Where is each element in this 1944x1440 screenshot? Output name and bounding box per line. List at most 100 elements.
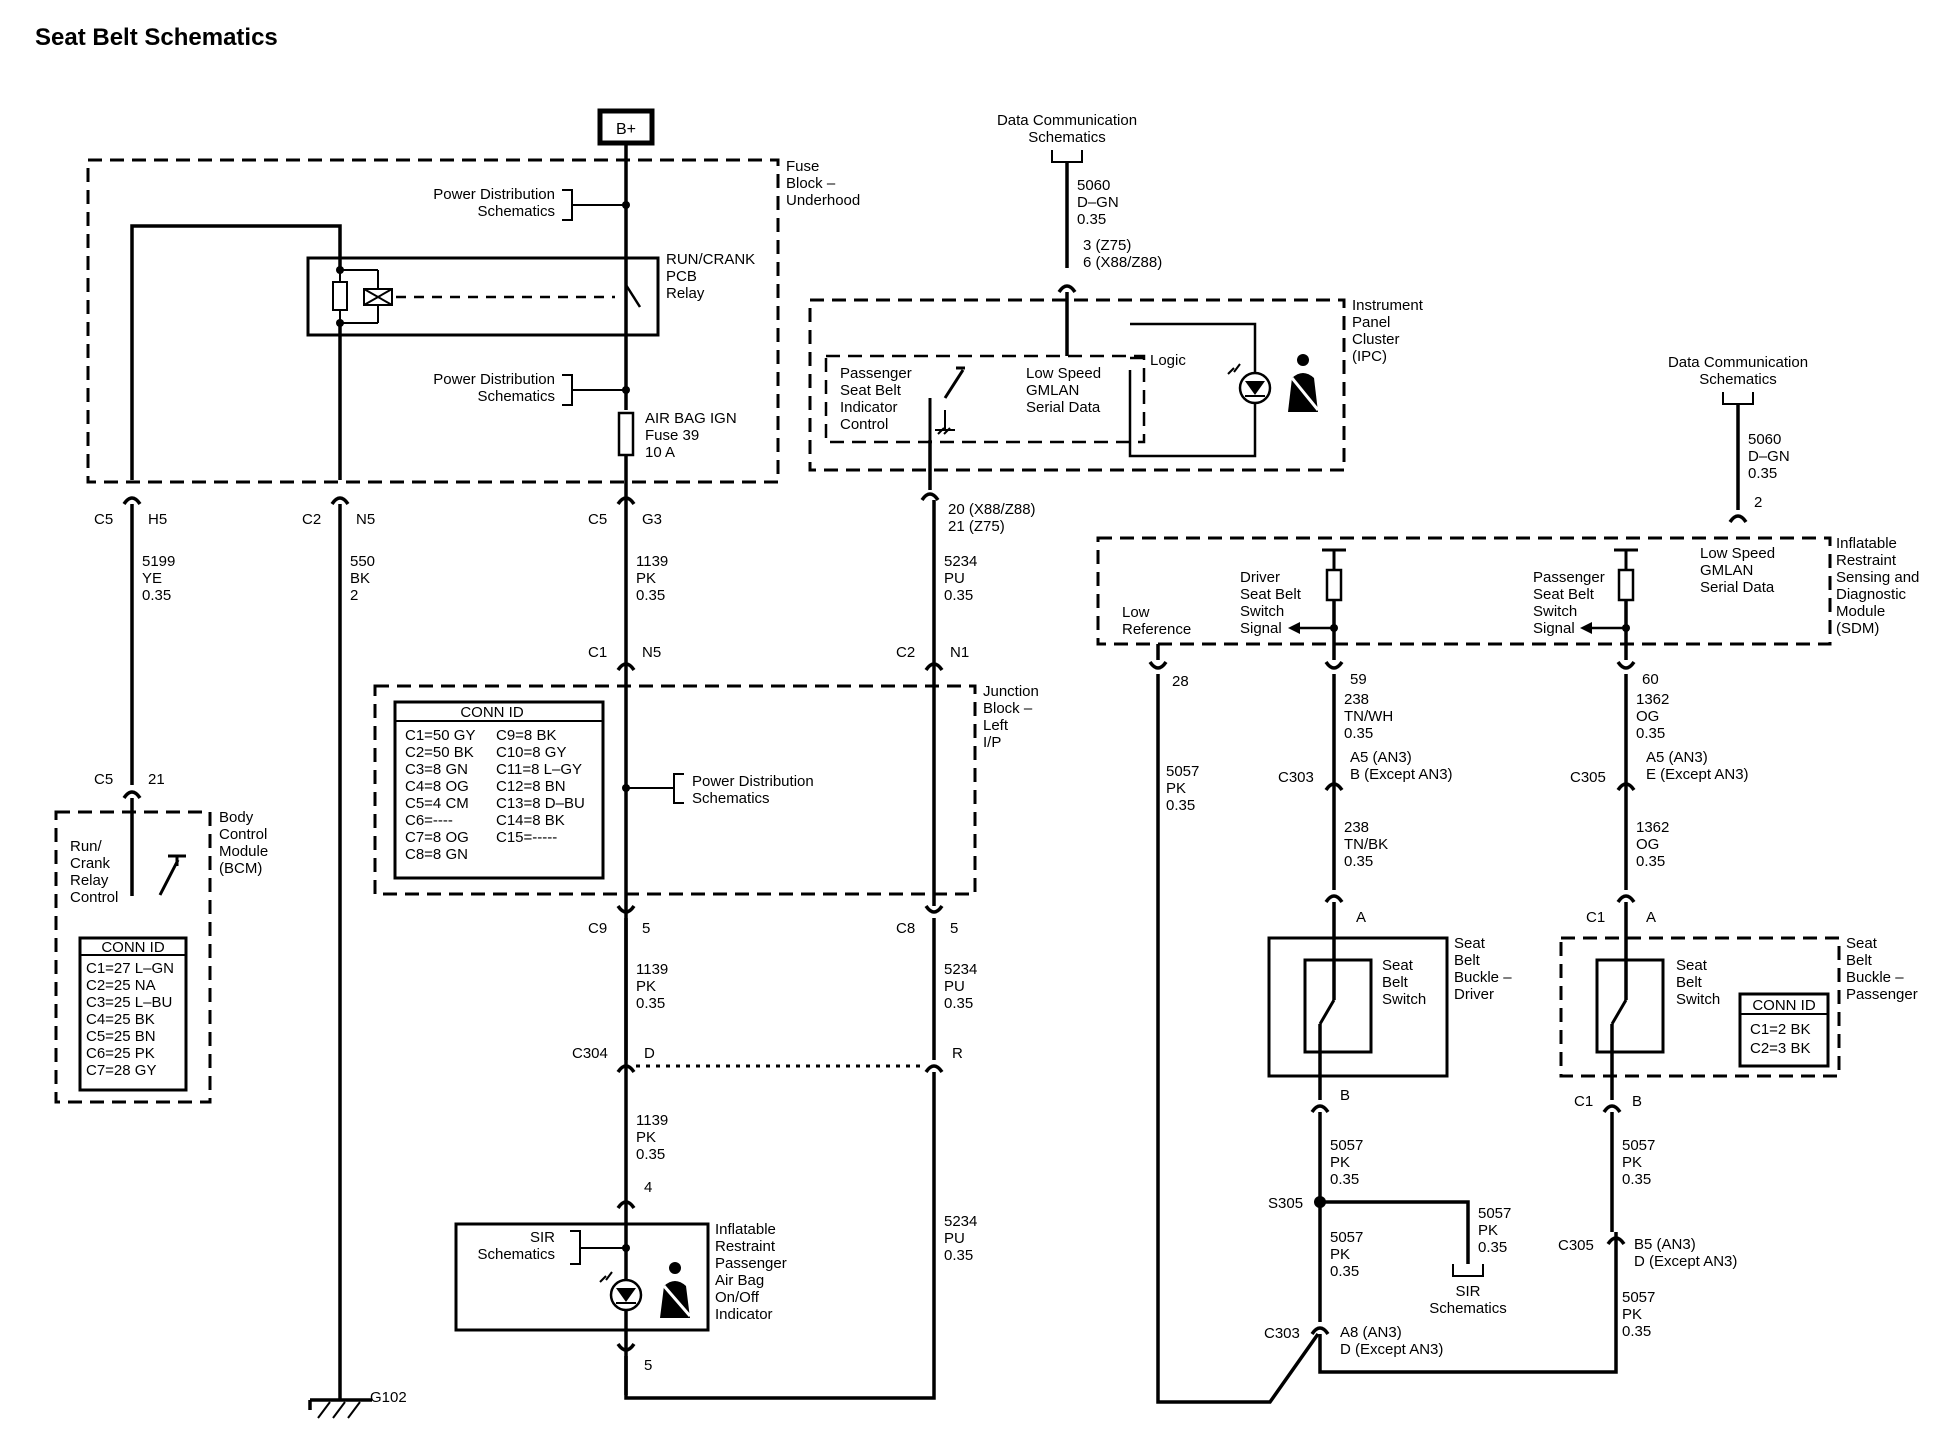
svg-text:0.35: 0.35 bbox=[1166, 797, 1195, 814]
svg-text:C305: C305 bbox=[1558, 1237, 1594, 1254]
wire-5057-c: 5057 PK 0.35 bbox=[1478, 1205, 1511, 1256]
wire-5057-e: 5057 PK 0.35 bbox=[1622, 1137, 1655, 1188]
svg-text:238: 238 bbox=[1344, 691, 1369, 708]
svg-text:(IPC): (IPC) bbox=[1352, 348, 1387, 365]
svg-text:0.35: 0.35 bbox=[636, 995, 665, 1012]
svg-text:Block –: Block – bbox=[786, 175, 836, 192]
svg-text:R: R bbox=[952, 1045, 963, 1062]
svg-text:A5 (AN3): A5 (AN3) bbox=[1646, 749, 1708, 766]
svg-text:CONN ID: CONN ID bbox=[460, 704, 524, 721]
svg-text:(BCM): (BCM) bbox=[219, 860, 262, 877]
sdm-outline bbox=[1096, 536, 1832, 646]
svg-text:AIR BAG IGN: AIR BAG IGN bbox=[645, 410, 737, 427]
svg-text:Power Distribution: Power Distribution bbox=[692, 773, 814, 790]
sdm-label: Inflatable Restraint Sensing and Diagnos… bbox=[1836, 535, 1919, 637]
buckle-driver-box bbox=[1267, 936, 1449, 1078]
svg-text:5057: 5057 bbox=[1622, 1137, 1655, 1154]
wire-5234-c: 5234 PU 0.35 bbox=[944, 1213, 977, 1264]
svg-text:On/Off: On/Off bbox=[715, 1289, 760, 1306]
wire-1362-b: 1362 OG 0.35 bbox=[1636, 819, 1669, 870]
wire-1139-b: 1139 PK 0.35 bbox=[636, 961, 668, 1012]
svg-text:C7=8 OG: C7=8 OG bbox=[405, 829, 469, 846]
svg-text:PU: PU bbox=[944, 978, 965, 995]
wire-5199: 5199 YE 0.35 bbox=[142, 553, 175, 604]
svg-text:C304: C304 bbox=[572, 1045, 608, 1062]
ipc-logic-label: Logic bbox=[1150, 352, 1186, 369]
svg-text:Schematics: Schematics bbox=[477, 203, 555, 220]
svg-text:N5: N5 bbox=[642, 644, 661, 661]
svg-text:Left: Left bbox=[983, 717, 1009, 734]
svg-text:Indicator: Indicator bbox=[715, 1306, 773, 1323]
svg-text:C11=8 L–GY: C11=8 L–GY bbox=[496, 761, 582, 778]
wire-550: 550 BK 2 bbox=[350, 553, 375, 604]
svg-text:D–GN: D–GN bbox=[1748, 448, 1790, 465]
svg-text:C9=8 BK: C9=8 BK bbox=[496, 727, 556, 744]
svg-text:H5: H5 bbox=[148, 511, 167, 528]
svg-text:C13=8 D–BU: C13=8 D–BU bbox=[496, 795, 585, 812]
svg-text:D (Except AN3): D (Except AN3) bbox=[1634, 1253, 1737, 1270]
svg-text:5060: 5060 bbox=[1077, 177, 1110, 194]
svg-text:E (Except AN3): E (Except AN3) bbox=[1646, 766, 1749, 783]
wire-1139-a: 1139 PK 0.35 bbox=[636, 553, 668, 604]
svg-text:Signal: Signal bbox=[1240, 620, 1282, 637]
svg-text:10 A: 10 A bbox=[645, 444, 675, 461]
connector-c304: C304 D R bbox=[572, 1045, 963, 1062]
svg-text:B5 (AN3): B5 (AN3) bbox=[1634, 1236, 1696, 1253]
svg-text:Control: Control bbox=[70, 889, 118, 906]
ipc-gmlan-label: Low Speed GMLAN Serial Data bbox=[1026, 365, 1101, 416]
svg-text:GMLAN: GMLAN bbox=[1026, 382, 1079, 399]
svg-text:(SDM): (SDM) bbox=[1836, 620, 1879, 637]
svg-text:C4=25 BK: C4=25 BK bbox=[86, 1011, 155, 1028]
svg-text:2: 2 bbox=[350, 587, 358, 604]
fuse-block-label: Fuse Block – Underhood bbox=[786, 158, 860, 209]
wire-5234-b: 5234 PU 0.35 bbox=[944, 961, 977, 1012]
page-title: Seat Belt Schematics bbox=[35, 24, 278, 51]
ipc-passenger-label: Passenger Seat Belt Indicator Control bbox=[840, 365, 912, 433]
svg-text:C8: C8 bbox=[896, 920, 915, 937]
svg-text:Relay: Relay bbox=[666, 285, 705, 302]
svg-text:C5: C5 bbox=[94, 511, 113, 528]
svg-text:0.35: 0.35 bbox=[1478, 1239, 1507, 1256]
svg-text:Indicator: Indicator bbox=[840, 399, 898, 416]
svg-text:Junction: Junction bbox=[983, 683, 1039, 700]
svg-text:0.35: 0.35 bbox=[1077, 211, 1106, 228]
svg-text:1362: 1362 bbox=[1636, 819, 1669, 836]
power-distribution-ref-3: Power Distribution Schematics bbox=[692, 773, 814, 807]
svg-text:Instrument: Instrument bbox=[1352, 297, 1424, 314]
svg-text:Schematics: Schematics bbox=[477, 1246, 555, 1263]
svg-text:5234: 5234 bbox=[944, 1213, 977, 1230]
svg-text:0.35: 0.35 bbox=[944, 1247, 973, 1264]
ipc-label: Instrument Panel Cluster (IPC) bbox=[1352, 297, 1424, 365]
wire-1362-a: 1362 OG 0.35 bbox=[1636, 691, 1669, 742]
svg-text:C12=8 BN: C12=8 BN bbox=[496, 778, 566, 795]
svg-text:Belt: Belt bbox=[1382, 974, 1409, 991]
bplus-box bbox=[597, 108, 655, 146]
junction-block-outline bbox=[373, 684, 977, 896]
svg-text:C5: C5 bbox=[94, 771, 113, 788]
svg-text:C8=8 GN: C8=8 GN bbox=[405, 846, 468, 863]
svg-text:YE: YE bbox=[142, 570, 162, 587]
svg-text:Data Communication: Data Communication bbox=[1668, 354, 1808, 371]
svg-text:21 (Z75): 21 (Z75) bbox=[948, 518, 1005, 535]
svg-text:238: 238 bbox=[1344, 819, 1369, 836]
svg-text:Switch: Switch bbox=[1533, 603, 1577, 620]
svg-text:RUN/CRANK: RUN/CRANK bbox=[666, 251, 755, 268]
svg-text:C303: C303 bbox=[1264, 1325, 1300, 1342]
svg-text:Restraint: Restraint bbox=[1836, 552, 1897, 569]
power-distribution-ref-1: Power Distribution Schematics bbox=[433, 186, 555, 220]
svg-text:0.35: 0.35 bbox=[636, 587, 665, 604]
airbag-indicator-label: Inflatable Restraint Passenger Air Bag O… bbox=[715, 1221, 787, 1323]
fuse-symbol bbox=[617, 411, 635, 457]
svg-text:Passenger: Passenger bbox=[715, 1255, 787, 1272]
connector-c9-5: C9 5 bbox=[588, 920, 650, 937]
connector-c8-5: C8 5 bbox=[896, 920, 958, 937]
wire-5234-a: 5234 PU 0.35 bbox=[944, 553, 977, 604]
svg-text:Serial Data: Serial Data bbox=[1026, 399, 1101, 416]
svg-text:6 (X88/Z88): 6 (X88/Z88) bbox=[1083, 254, 1162, 271]
svg-text:Schematics: Schematics bbox=[1028, 129, 1106, 146]
svg-text:C6=----: C6=---- bbox=[405, 812, 453, 829]
svg-text:SIR: SIR bbox=[1455, 1283, 1480, 1300]
svg-text:C1=2 BK: C1=2 BK bbox=[1750, 1021, 1810, 1038]
svg-text:Fuse: Fuse bbox=[786, 158, 819, 175]
power-distribution-ref-2: Power Distribution Schematics bbox=[433, 371, 555, 405]
